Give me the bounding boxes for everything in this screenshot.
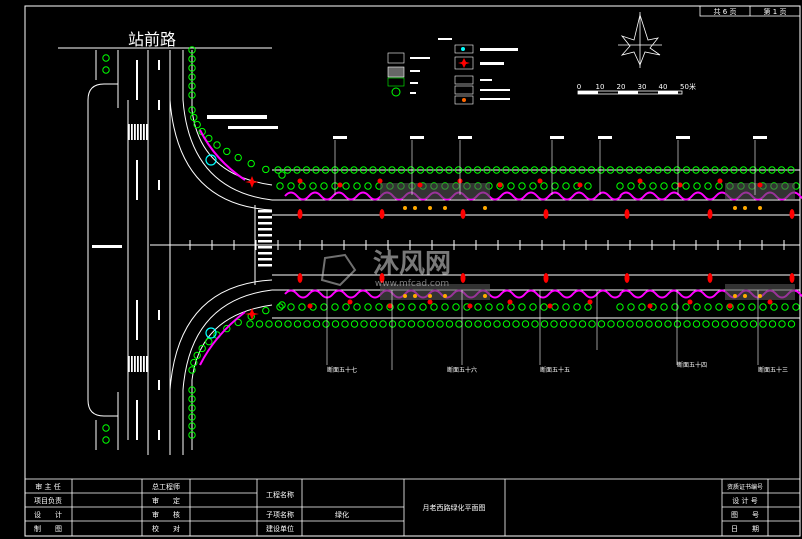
svg-text:设 计: 设 计 xyxy=(34,510,62,519)
svg-text:日 期: 日 期 xyxy=(731,525,759,533)
section-label: 断面五十六 xyxy=(447,366,477,374)
svg-text:40: 40 xyxy=(659,83,668,91)
title-block xyxy=(24,478,801,537)
svg-text:工程名称: 工程名称 xyxy=(266,490,294,499)
page-number: 第 1 页 xyxy=(764,7,787,16)
watermark-brand: 沐风网 xyxy=(373,249,451,279)
svg-text:审 核: 审 核 xyxy=(152,510,180,519)
lane-dashes-vertical xyxy=(92,60,160,440)
section-label: 断面五十四 xyxy=(677,361,707,369)
svg-text:校 对: 校 对 xyxy=(152,524,180,533)
intersection-curves xyxy=(169,50,273,450)
crosswalks xyxy=(128,124,272,372)
svg-text:图 号: 图 号 xyxy=(731,511,759,519)
page-header: 共 6 页 第 1 页 xyxy=(699,5,801,17)
street-name: 站前路 xyxy=(128,30,176,49)
drawing-title: 月老西路绿化平面图 xyxy=(423,503,486,512)
center-line xyxy=(150,240,800,250)
vertical-road xyxy=(87,50,184,455)
watermark: 沐风网 www.mfcad.com xyxy=(320,249,451,289)
planting-strips xyxy=(102,46,802,444)
svg-text:制 图: 制 图 xyxy=(34,524,62,533)
svg-text:项目负责: 项目负责 xyxy=(34,496,62,505)
svg-text:20: 20 xyxy=(617,83,626,91)
watermark-url: www.mfcad.com xyxy=(375,279,449,289)
svg-text:50米: 50米 xyxy=(680,82,696,91)
svg-text:审 主 任: 审 主 任 xyxy=(35,482,60,491)
section-label: 断面五十三 xyxy=(758,366,788,374)
section-label: 断面五十五 xyxy=(540,366,570,374)
svg-text:子项名称: 子项名称 xyxy=(266,510,294,519)
wind-rose-icon xyxy=(618,12,662,68)
svg-text:总工程师: 总工程师 xyxy=(152,482,180,491)
svg-text:审 定: 审 定 xyxy=(152,496,180,505)
svg-text:建设单位: 建设单位 xyxy=(266,524,294,533)
scale-bar: 0 10 20 30 40 50米 xyxy=(577,82,696,95)
legend xyxy=(387,38,518,105)
svg-text:30: 30 xyxy=(638,83,647,91)
section-label: 断面五十七 xyxy=(327,366,357,374)
watermark-logo-icon xyxy=(320,253,357,287)
svg-text:设 计 号: 设 计 号 xyxy=(732,496,757,505)
title-block-text: 审 主 任 项目负责 设 计 制 图 总工程师 审 定 审 核 校 对 工程名称… xyxy=(34,482,763,533)
svg-text:10: 10 xyxy=(596,83,605,91)
total-pages: 共 6 页 xyxy=(714,7,737,16)
svg-text:资质证书编号: 资质证书编号 xyxy=(727,483,763,491)
svg-text:0: 0 xyxy=(577,83,581,91)
svg-text:绿化: 绿化 xyxy=(335,510,349,519)
